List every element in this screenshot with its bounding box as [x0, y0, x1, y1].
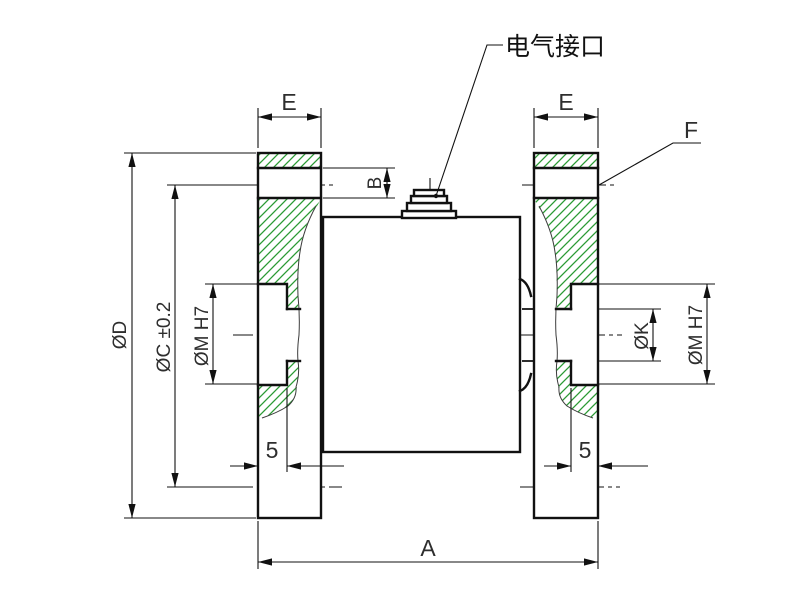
callout-f: F	[598, 117, 701, 186]
left-socket	[256, 282, 289, 387]
neck-fillet-top	[518, 277, 533, 298]
dim-label-om-left: ØM H7	[192, 306, 213, 366]
dimension-a: A	[257, 521, 599, 569]
leader-dot	[433, 193, 439, 199]
left-flange	[256, 151, 323, 520]
dim-label-b: B	[365, 177, 386, 190]
callout-electrical-port: 电气接口	[433, 33, 605, 199]
dimension-e-left: E	[257, 89, 322, 148]
dim-label-e-right: E	[558, 89, 573, 115]
break-line-left	[261, 205, 317, 419]
dimension-om-left: ØM H7	[192, 283, 258, 385]
dimension-om-right: ØM H7	[599, 283, 715, 385]
dim-label-e-left: E	[281, 89, 296, 115]
break-line-right	[538, 205, 594, 419]
dimension-5-right: 5	[544, 388, 648, 472]
right-socket	[569, 282, 600, 387]
dim-label-od: ØD	[110, 321, 131, 350]
dimension-5-left: 5	[230, 388, 344, 472]
f-label: F	[684, 117, 698, 143]
right-flange	[532, 151, 600, 520]
dimension-b: B	[323, 167, 395, 199]
dim-label-oc: ØC ±0.2	[154, 302, 175, 373]
neck-fillet-bottom	[518, 372, 533, 393]
dimension-oc: ØC ±0.2	[154, 184, 243, 488]
dim-label-5-left: 5	[266, 437, 279, 463]
electrical-port-label: 电气接口	[505, 33, 605, 61]
dim-label-om-right: ØM H7	[686, 305, 707, 365]
electrical-connector	[400, 188, 458, 220]
dimension-e-right: E	[533, 89, 599, 148]
dim-label-a: A	[420, 535, 436, 561]
dim-label-5-right: 5	[579, 437, 592, 463]
dimension-od: ØD	[110, 152, 256, 519]
dim-label-ok: ØK	[632, 322, 653, 350]
sensor-body	[321, 215, 533, 454]
dimension-ok: ØK	[599, 308, 661, 362]
